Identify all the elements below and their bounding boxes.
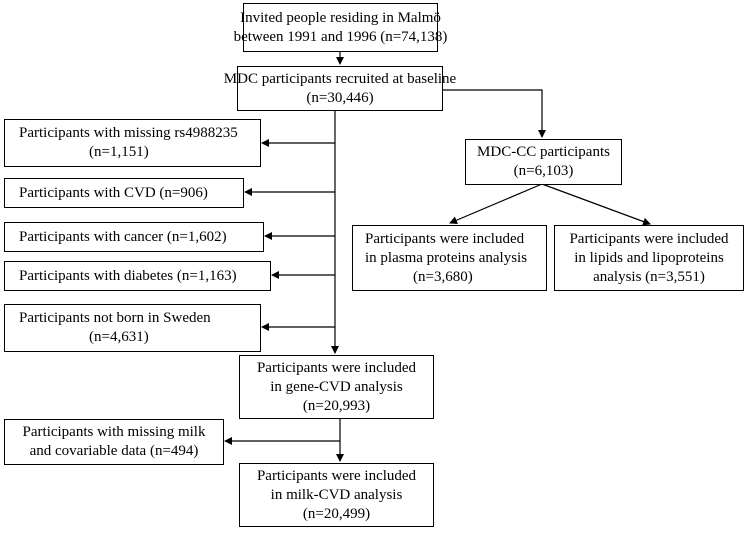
missing-milk-line-2: and covariable data (n=494) bbox=[29, 443, 199, 459]
baseline-line-2: (n=30,446) bbox=[306, 89, 374, 106]
missing-rs-line-2: (n=1,151) bbox=[89, 144, 149, 160]
plasma-line-1: Participants were included bbox=[365, 230, 525, 247]
missing-rs-line-1: Participants with missing rs4988235 bbox=[19, 125, 238, 141]
plasma-box: Participants were included in plasma pro… bbox=[352, 225, 547, 291]
milk-cvd-line-2: in milk-CVD analysis bbox=[270, 486, 403, 503]
cvd-line-1: Participants with CVD (n=906) bbox=[19, 184, 208, 201]
milk-cvd-line-1: Participants were included bbox=[256, 467, 417, 484]
cvd-box: Participants with CVD (n=906) bbox=[4, 178, 244, 208]
mdc-cc-box: MDC-CC participants (n=6,103) bbox=[465, 139, 622, 185]
milk-cvd-box: Participants were included in milk-CVD a… bbox=[239, 463, 434, 527]
diabetes-box: Participants with diabetes (n=1,163) bbox=[4, 261, 271, 291]
not-born-line-2: (n=4,631) bbox=[89, 329, 149, 345]
lipids-line-2: in lipids and lipoproteins bbox=[574, 249, 724, 266]
missing-rs-box: Participants with missing rs4988235 (n=1… bbox=[4, 119, 261, 167]
invited-box: Invited people residing in Malmö between… bbox=[234, 3, 447, 52]
not-born-line-1: Participants not born in Sweden bbox=[19, 310, 211, 326]
missing-milk-box: Participants with missing milk and covar… bbox=[4, 419, 224, 465]
baseline-box: MDC participants recruited at baseline (… bbox=[224, 66, 456, 111]
cancer-box: Participants with cancer (n=1,602) bbox=[4, 222, 264, 252]
not-born-box: Participants not born in Sweden (n=4,631… bbox=[4, 304, 261, 352]
gene-cvd-line-2: in gene-CVD analysis bbox=[270, 378, 403, 395]
invited-line-2: between 1991 and 1996 (n=74,138) bbox=[233, 28, 448, 45]
cancer-line-1: Participants with cancer (n=1,602) bbox=[19, 228, 227, 245]
diabetes-line-1: Participants with diabetes (n=1,163) bbox=[19, 267, 237, 284]
lipids-line-1: Participants were included bbox=[569, 230, 729, 247]
gene-cvd-box: Participants were included in gene-CVD a… bbox=[239, 355, 434, 419]
plasma-line-3: (n=3,680) bbox=[413, 268, 473, 285]
baseline-line-1: MDC participants recruited at baseline bbox=[223, 70, 457, 87]
milk-cvd-line-3: (n=20,499) bbox=[302, 505, 371, 522]
invited-line-1: Invited people residing in Malmö bbox=[240, 9, 441, 26]
lipids-line-3: analysis (n=3,551) bbox=[593, 268, 705, 285]
missing-milk-line-1: Participants with missing milk bbox=[22, 424, 206, 440]
mdc-cc-line-2: (n=6,103) bbox=[513, 163, 574, 179]
plasma-line-2: in plasma proteins analysis bbox=[365, 249, 528, 266]
mdc-cc-line-1: MDC-CC participants bbox=[477, 144, 610, 160]
lipids-box: Participants were included in lipids and… bbox=[554, 225, 744, 291]
gene-cvd-line-1: Participants were included bbox=[256, 359, 417, 376]
gene-cvd-line-3: (n=20,993) bbox=[302, 397, 371, 414]
